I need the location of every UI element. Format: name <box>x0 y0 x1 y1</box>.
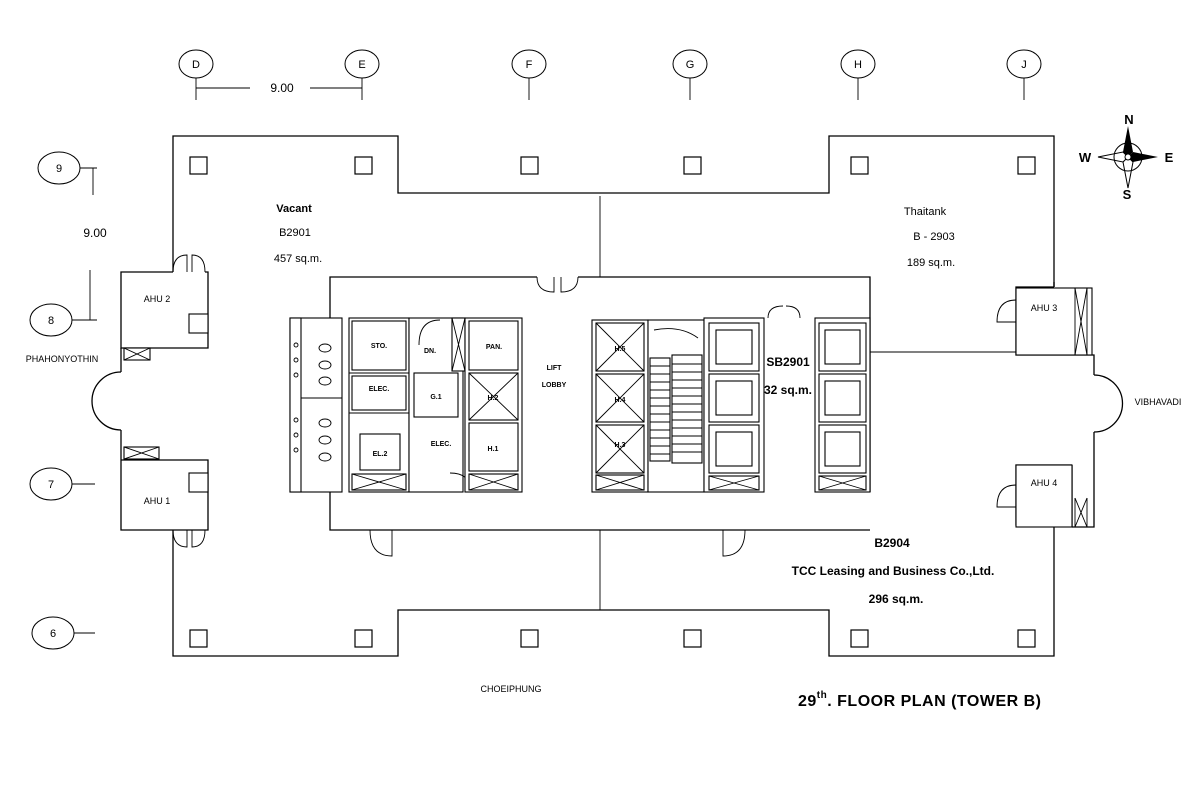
unit-area: 189 sq.m. <box>907 257 955 269</box>
unit-number: SB2901 <box>766 355 810 369</box>
structural-columns <box>189 156 1036 648</box>
room-label-ahu2: AHU 2 <box>144 294 171 304</box>
unit-b2903: Thaitank B - 2903 189 sq.m. <box>904 206 955 269</box>
room-label-ahu4: AHU 4 <box>1031 478 1058 488</box>
grid-column-label: H <box>854 59 862 71</box>
room-label-h1: H.1 <box>488 446 499 453</box>
lift-lobby-label: LOBBY <box>542 382 567 389</box>
grid-row-markers: 9 8 7 6 9.00 <box>29 151 107 650</box>
unit-area: 32 sq.m. <box>764 383 812 397</box>
grid-row-9: 9 <box>37 151 97 185</box>
compass-east-label: E <box>1165 150 1174 165</box>
unit-status: Vacant <box>276 203 312 215</box>
core-room-labels: STO. ELEC. ELEC. PAN. EL.2 LIFT LOBBY H.… <box>369 343 626 458</box>
room-label-elec: ELEC. <box>431 441 452 448</box>
room-label-elec: ELEC. <box>369 386 390 393</box>
dimension-horizontal-label: 9.00 <box>270 81 294 95</box>
grid-column-label: D <box>192 59 200 71</box>
street-label-east: VIBHAVADI <box>1135 397 1182 407</box>
grid-row-label: 6 <box>50 628 56 640</box>
north-arrow-icon: N S E W <box>1079 112 1174 202</box>
unit-b2904: B2904 TCC Leasing and Business Co.,Ltd. … <box>792 536 995 606</box>
grid-column-label: F <box>526 59 533 71</box>
room-label-dn: DN. <box>424 348 436 355</box>
room-label-h3: H.3 <box>615 442 626 449</box>
core <box>289 196 871 610</box>
street-label-south: CHOEIPHUNG <box>480 684 541 694</box>
grid-column-markers: D E F G H J <box>178 49 1042 100</box>
street-label-west: PHAHONYOTHIN <box>26 354 99 364</box>
grid-column-label: E <box>358 59 365 71</box>
grid-row-label: 9 <box>56 163 62 175</box>
grid-column-d: D <box>178 49 214 100</box>
unit-area: 296 sq.m. <box>869 592 924 606</box>
building-outline <box>91 135 1124 657</box>
room-label-sto: STO. <box>371 343 387 350</box>
grid-column-j: J <box>1006 49 1042 100</box>
grid-row-6: 6 <box>31 616 95 650</box>
room-label-ahu1: AHU 1 <box>144 496 171 506</box>
title-text: . FLOOR PLAN (TOWER B) <box>827 693 1041 710</box>
title-floor-number: 29 <box>798 693 817 710</box>
grid-row-label: 7 <box>48 479 54 491</box>
room-label-pan: PAN. <box>486 344 502 351</box>
grid-row-label: 8 <box>48 315 54 327</box>
grid-column-label: G <box>686 59 695 71</box>
unit-number: B2901 <box>279 227 311 239</box>
compass-west-label: W <box>1079 150 1092 165</box>
grid-column-label: J <box>1021 59 1027 71</box>
unit-area: 457 sq.m. <box>274 253 322 265</box>
svg-text:29th. FLOOR PLAN (TOWER B): 29th. FLOOR PLAN (TOWER B) <box>798 690 1042 710</box>
unit-b2901: Vacant B2901 457 sq.m. <box>274 203 322 265</box>
compass-north-label: N <box>1124 112 1133 127</box>
ahu-fixtures <box>123 313 209 493</box>
unit-sb2901: SB2901 32 sq.m. <box>764 355 812 397</box>
drawing-title: 29th. FLOOR PLAN (TOWER B) <box>798 690 1042 710</box>
dimension-horizontal: 9.00 <box>196 81 362 95</box>
unit-tenant: TCC Leasing and Business Co.,Ltd. <box>792 564 995 578</box>
lift-lobby-label: LIFT <box>547 365 562 372</box>
room-label-h2: H.2 <box>488 395 499 402</box>
dimension-vertical: 9.00 <box>83 168 107 320</box>
unit-number: B2904 <box>874 536 910 550</box>
room-label-ahu3: AHU 3 <box>1031 303 1058 313</box>
dimension-vertical-label: 9.00 <box>83 226 107 240</box>
compass-south-label: S <box>1123 187 1132 202</box>
room-label-h4: H.4 <box>615 397 626 404</box>
grid-row-7: 7 <box>29 467 95 501</box>
unit-tenant: Thaitank <box>904 206 947 218</box>
unit-number: B - 2903 <box>913 231 955 243</box>
title-floor-ordinal: th <box>817 690 827 701</box>
room-label-el2: EL.2 <box>373 451 388 458</box>
doors <box>172 254 1017 557</box>
grid-row-8: 8 <box>29 303 97 337</box>
grid-column-e: E <box>344 49 380 100</box>
grid-column-f: F <box>511 49 547 100</box>
grid-column-h: H <box>840 49 876 100</box>
grid-column-g: G <box>672 49 708 100</box>
room-label-h5: H.5 <box>615 346 626 353</box>
room-label-g1: G.1 <box>430 394 441 401</box>
